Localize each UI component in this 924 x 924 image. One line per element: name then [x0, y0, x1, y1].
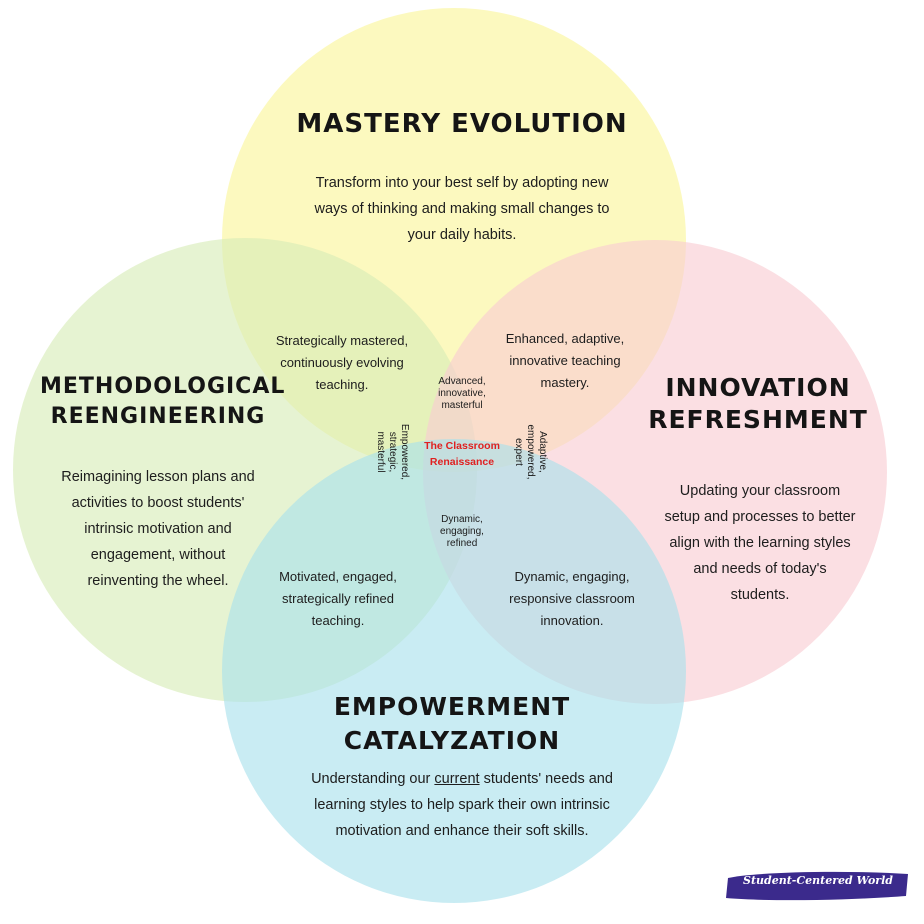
overlap-mastery-innovation: Enhanced, adaptive, innovative teaching …: [505, 331, 625, 390]
desc-methodological-reengineering: Reimagining lesson plans and activities …: [61, 469, 255, 589]
title-innovation-refreshment: INNOVATION REFRESHMENT: [648, 373, 868, 434]
overlap-methodological-empowerment: Motivated, engaged, strategically refine…: [279, 569, 397, 628]
title-empowerment-catalyzation: EMPOWERMENT CATALYZATION: [333, 692, 571, 755]
overlap-triple-bottom: Dynamic, engaging, refined: [440, 514, 484, 549]
overlap-triple-top: Advanced, innovative, masterful: [438, 376, 486, 411]
student-centered-world-logo: Student-Centered World: [724, 864, 912, 906]
overlap-triple-left: Empowered, strategic, masterful: [375, 423, 410, 481]
overlap-innovation-empowerment: Dynamic, engaging, responsive classroom …: [509, 569, 635, 628]
overlap-mastery-methodological: Strategically mastered, continuously evo…: [275, 333, 409, 392]
title-mastery-evolution: MASTERY EVOLUTION: [296, 109, 628, 139]
center-classroom-renaissance: The Classroom Renaissance: [424, 440, 500, 468]
desc-innovation-refreshment: Updating your classroom setup and proces…: [664, 483, 856, 603]
desc-mastery-evolution: Transform into your best self by adoptin…: [314, 175, 610, 243]
overlap-triple-right: Adaptive, empowered, expert: [513, 424, 548, 480]
brush-stroke-shape: [726, 871, 908, 901]
title-methodological-reengineering: METHODOLOGICAL REENGINEERING: [40, 374, 286, 429]
circle-empowerment-catalyzation: [222, 439, 686, 903]
brand-text: Student-Centered World: [743, 874, 893, 887]
desc-empowerment-catalyzation: Understanding our current students' need…: [311, 771, 613, 839]
